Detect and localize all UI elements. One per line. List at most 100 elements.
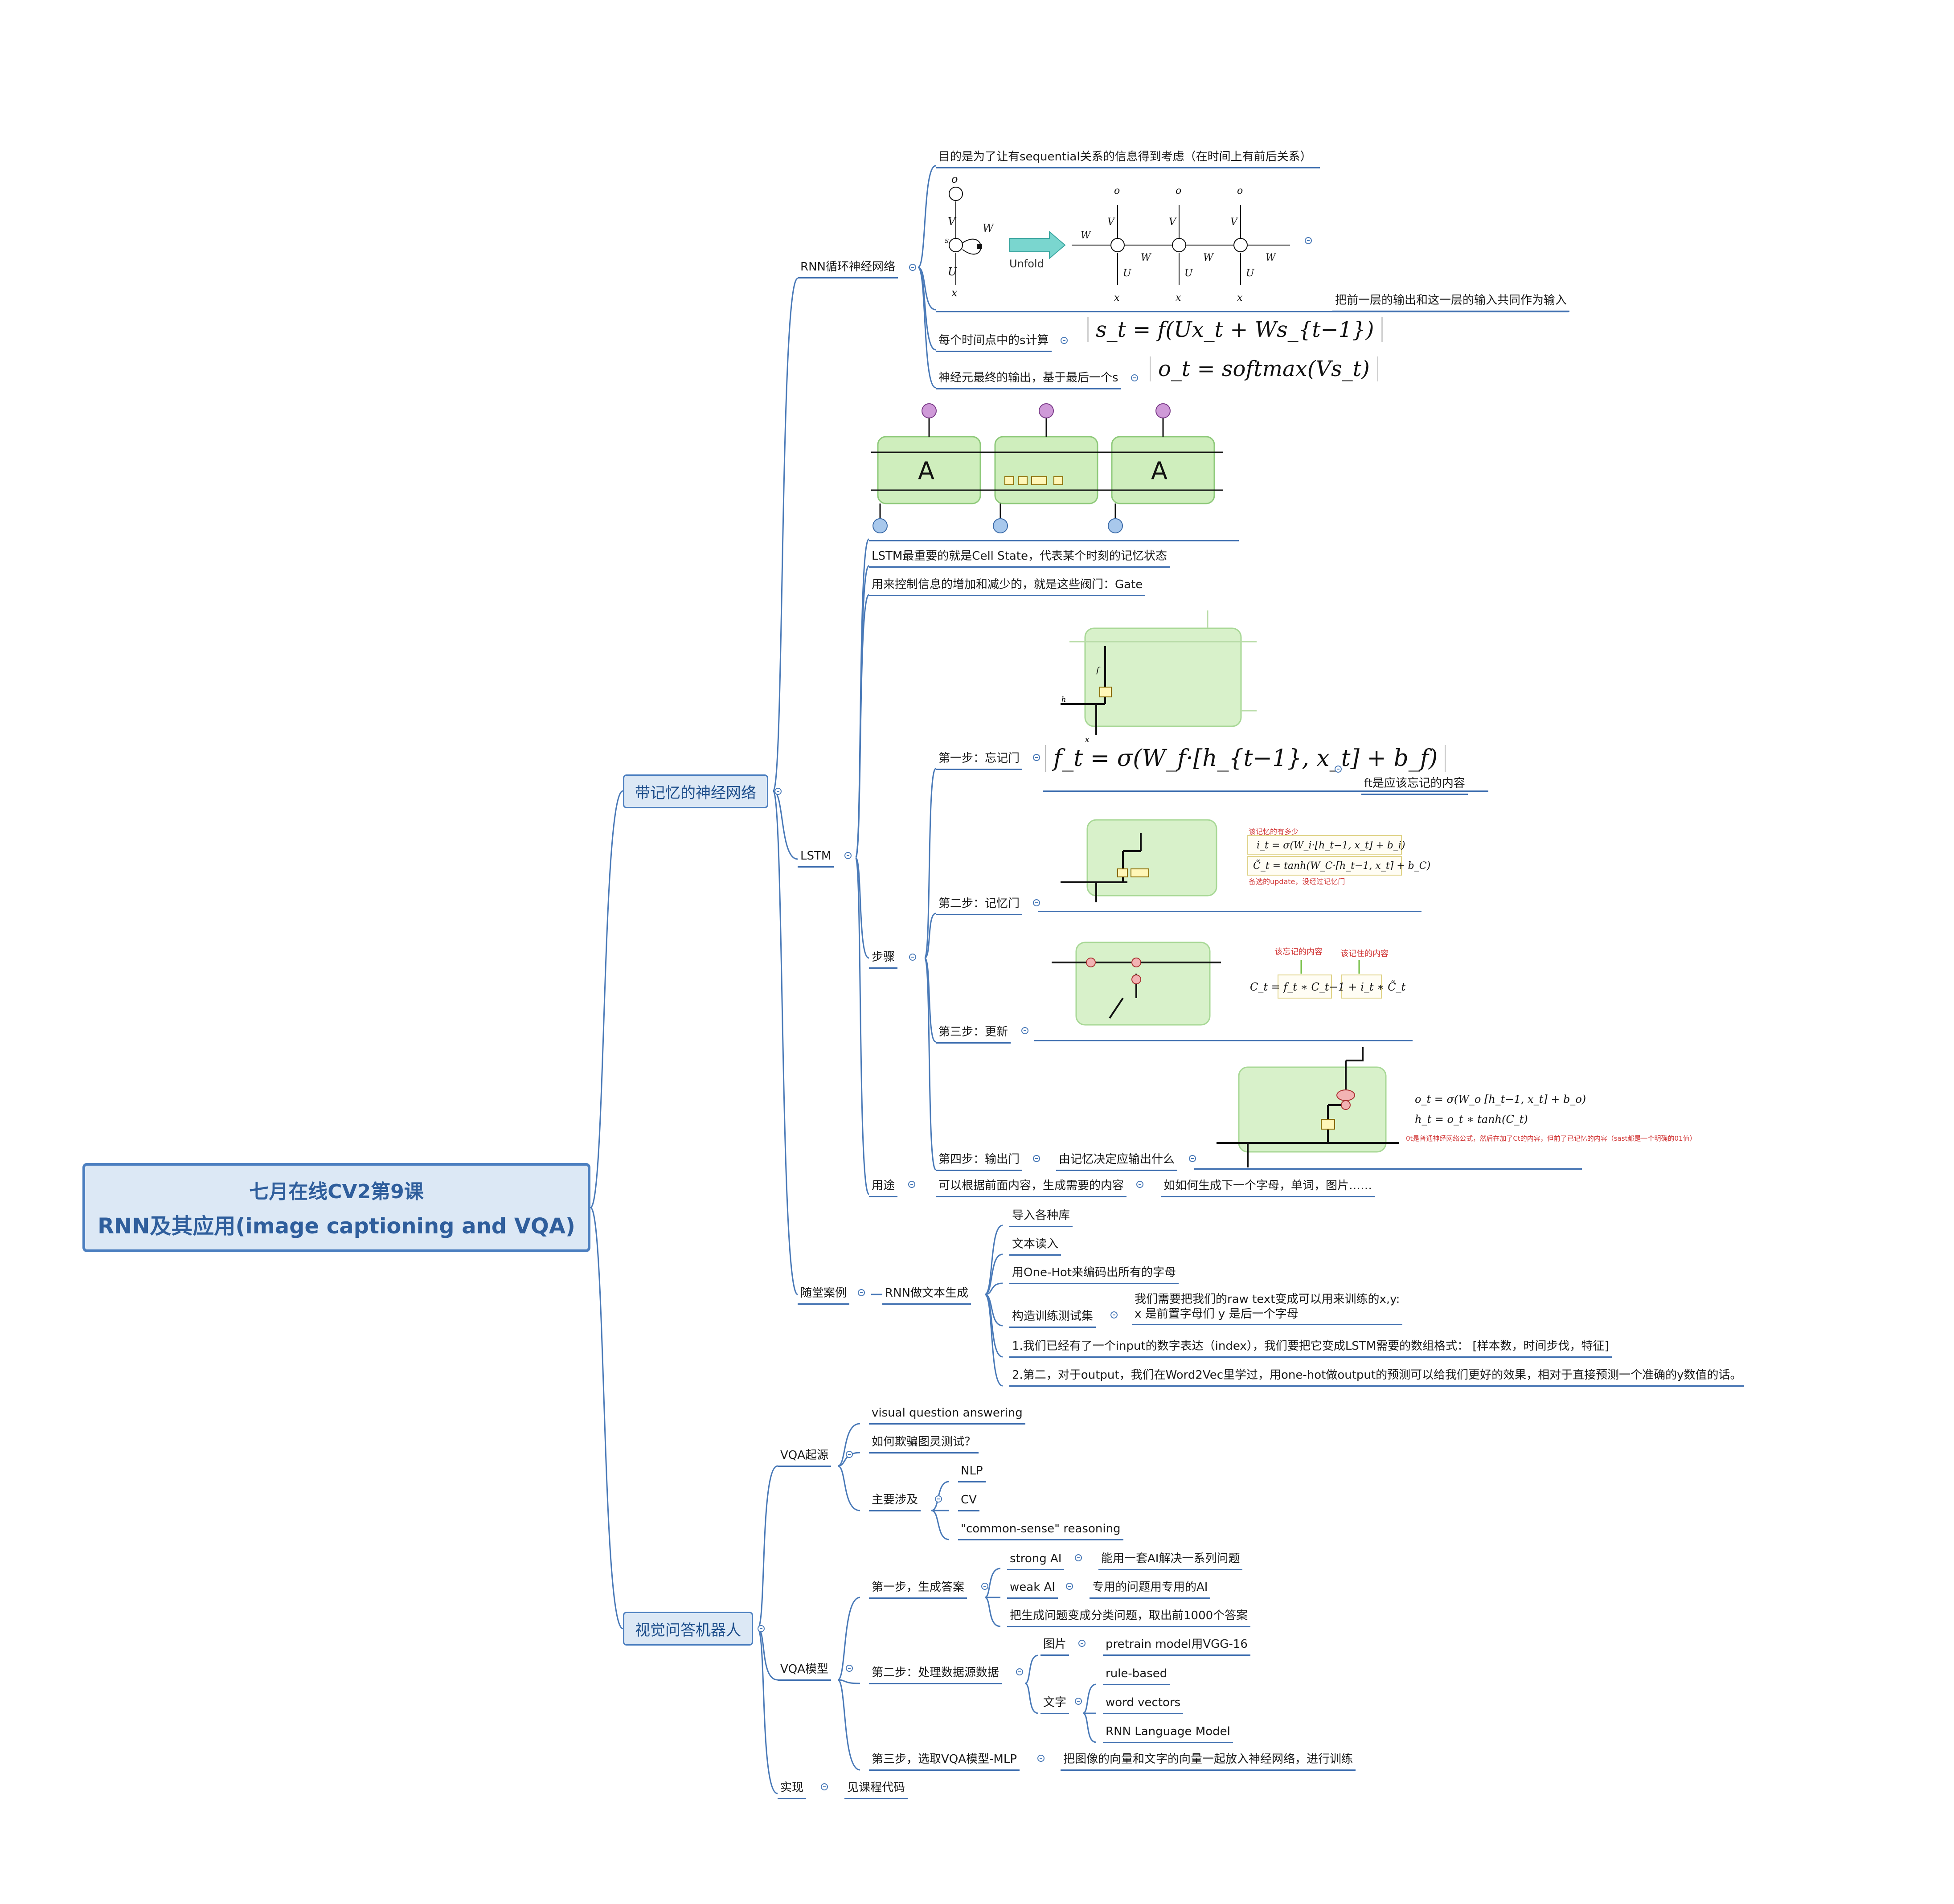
collapse-lstm-icon[interactable]: [844, 852, 852, 859]
collapse-origin-icon[interactable]: [846, 1451, 853, 1458]
svg-text:A: A: [918, 457, 934, 485]
vqa-model-node[interactable]: VQA模型: [778, 1662, 832, 1681]
step1-forget-gate[interactable]: 第一步：忘记门: [936, 751, 1023, 770]
unfold-label: Unfold: [1009, 258, 1044, 270]
svg-text:W: W: [983, 222, 995, 234]
collapse-memory-icon[interactable]: [774, 788, 782, 795]
branch-vqa-robot[interactable]: 视觉问答机器人: [623, 1612, 753, 1646]
vqa-text-rnn-lm-text: RNN Language Model: [1106, 1725, 1230, 1738]
collapse-step4-sub-icon[interactable]: [1189, 1155, 1196, 1162]
vqa-image-note[interactable]: pretrain model用VGG-16: [1103, 1637, 1250, 1656]
collapse-calc-icon[interactable]: [1061, 337, 1068, 344]
case-item-2[interactable]: 文本读入: [1009, 1237, 1061, 1256]
rnn-calc-node[interactable]: 每个时间点中的s计算: [936, 333, 1052, 352]
rnn-feed-note[interactable]: 把前一层的输出和这一层的输入共同作为输入: [1332, 293, 1570, 312]
collapse-impl-icon[interactable]: [821, 1783, 828, 1790]
collapse-use-text-icon[interactable]: [1136, 1181, 1143, 1188]
lstm-use-label: 用途: [872, 1179, 895, 1192]
vqa-impl-node[interactable]: 实现: [778, 1781, 807, 1799]
case-item-3[interactable]: 用One-Hot来编码出所有的字母: [1009, 1265, 1179, 1284]
collapse-rnn-icon[interactable]: [909, 264, 916, 271]
vqa-weak-ai[interactable]: weak AI: [1007, 1580, 1058, 1599]
lstm-diagram-underline: [869, 538, 1239, 541]
case-text-generation[interactable]: RNN做文本生成: [882, 1286, 971, 1305]
svg-text:A: A: [1151, 457, 1167, 485]
vqa-origin-node[interactable]: VQA起源: [778, 1448, 832, 1467]
collapse-vqa-step1-icon[interactable]: [981, 1583, 988, 1590]
vqa-classify[interactable]: 把生成问题变成分类问题，取出前1000个答案: [1007, 1609, 1251, 1627]
vqa-weak-note[interactable]: 专用的问题用专用的AI: [1090, 1580, 1211, 1599]
lstm-node[interactable]: LSTM: [798, 849, 834, 868]
rnn-goal[interactable]: 目的是为了让有sequential关系的信息得到考虑（在时间上有前后关系）: [936, 150, 1320, 168]
vqa-image-label: 图片: [1043, 1638, 1067, 1651]
vqa-strong-note[interactable]: 能用一套AI解决一系列问题: [1098, 1552, 1243, 1570]
collapse-involve-icon[interactable]: [935, 1495, 942, 1503]
collapse-step2-icon[interactable]: [1033, 899, 1040, 906]
branch-memory-networks[interactable]: 带记忆的神经网络: [623, 774, 768, 808]
collapse-step1-icon[interactable]: [1033, 754, 1040, 761]
svg-text:C̃_t = tanh(W_C·[h_t−1, x_t] +: C̃_t = tanh(W_C·[h_t−1, x_t] + b_C): [1253, 860, 1430, 872]
root-topic[interactable]: 七月在线CV2第9课 RNN及其应用(image captioning and …: [82, 1163, 590, 1252]
lstm-use-text[interactable]: 可以根据前面内容，生成需要的内容: [936, 1179, 1127, 1197]
vqa-step3-note[interactable]: 把图像的向量和文字的向量一起放入神经网络，进行训练: [1061, 1752, 1356, 1771]
vqa-strong-ai[interactable]: strong AI: [1007, 1552, 1065, 1570]
svg-text:x: x: [1176, 292, 1181, 303]
collapse-strong-icon[interactable]: [1075, 1554, 1082, 1561]
step4-output-gate[interactable]: 第四步：输出门: [936, 1152, 1023, 1171]
collapse-weak-icon[interactable]: [1066, 1583, 1073, 1590]
collapse-step4-icon[interactable]: [1033, 1155, 1040, 1162]
case-item-5[interactable]: 1.我们已经有了一个input的数字表达（index），我们要把它变成LSTM需…: [1009, 1339, 1612, 1358]
lstm-use-node[interactable]: 用途: [869, 1179, 898, 1197]
lstm-steps-node[interactable]: 步骤: [869, 950, 898, 969]
case-train-node[interactable]: 构造训练测试集: [1009, 1309, 1096, 1328]
lstm-cell-state[interactable]: LSTM最重要的就是Cell State，代表某个时刻的记忆状态: [869, 549, 1170, 568]
vqa-involve-nlp[interactable]: NLP: [958, 1464, 986, 1482]
collapse-step1-formula-icon[interactable]: [1335, 766, 1342, 773]
root-subtitle: RNN及其应用(image captioning and VQA): [98, 1214, 575, 1239]
collapse-vqa-step3-icon[interactable]: [1037, 1755, 1045, 1762]
case-item-6[interactable]: 2.第二，对于output，我们在Word2Vec里学过，用one-hot做ou…: [1009, 1368, 1745, 1387]
collapse-image-icon[interactable]: [1078, 1640, 1086, 1647]
rnn-output-node[interactable]: 神经元最终的输出，基于最后一个s: [936, 371, 1121, 389]
vqa-step2-node[interactable]: 第二步：处理数据源数据: [869, 1666, 1002, 1684]
step3-update[interactable]: 第三步：更新: [936, 1025, 1011, 1044]
lstm-use-example[interactable]: 如如何生成下一个字母，单词，图片……: [1161, 1179, 1375, 1197]
rnn-node[interactable]: RNN循环神经网络: [798, 260, 898, 278]
step2-input-gate[interactable]: 第二步：记忆门: [936, 897, 1023, 915]
step4-sub[interactable]: 由记忆决定应输出什么: [1056, 1152, 1178, 1171]
vqa-text-node[interactable]: 文字: [1040, 1695, 1069, 1714]
case-train-note[interactable]: 我们需要把我们的raw text变成可以用来训练的x,y: x 是前置字母们 y…: [1132, 1292, 1403, 1325]
vqa-impl-note[interactable]: 见课程代码: [844, 1781, 908, 1799]
vqa-involve-reasoning[interactable]: "common-sense" reasoning: [958, 1522, 1123, 1540]
vqa-image-node[interactable]: 图片: [1040, 1637, 1069, 1656]
case-label: 随堂案例: [800, 1286, 847, 1300]
collapse-use-icon[interactable]: [908, 1181, 915, 1188]
step1-note[interactable]: ft是应该忘记的内容: [1361, 776, 1468, 795]
collapse-vqa-step2-icon[interactable]: [1016, 1668, 1023, 1675]
collapse-output-icon[interactable]: [1131, 374, 1138, 381]
output-gate-diagram: o_t = σ(W_o [h_t−1, x_t] + b_o) h_t = o_…: [1217, 1047, 1696, 1167]
collapse-vqa-icon[interactable]: [758, 1625, 765, 1632]
vqa-origin-item-2[interactable]: 如何欺骗图灵测试？: [869, 1435, 979, 1454]
vqa-step1-node[interactable]: 第一步，生成答案: [869, 1580, 967, 1599]
vqa-step3-node[interactable]: 第三步，选取VQA模型-MLP: [869, 1752, 1020, 1771]
vqa-weak-note-text: 专用的问题用专用的AI: [1092, 1581, 1208, 1594]
vqa-text-vectors[interactable]: word vectors: [1103, 1695, 1184, 1714]
collapse-text-icon[interactable]: [1075, 1698, 1082, 1705]
vqa-involve-node[interactable]: 主要涉及: [869, 1493, 921, 1511]
lstm-steps-label: 步骤: [872, 950, 895, 964]
case-node[interactable]: 随堂案例: [798, 1286, 850, 1305]
vqa-origin-item-1[interactable]: visual question answering: [869, 1406, 1025, 1425]
collapse-model-icon[interactable]: [846, 1665, 853, 1672]
vqa-text-rule[interactable]: rule-based: [1103, 1667, 1170, 1685]
collapse-case-icon[interactable]: [858, 1289, 865, 1296]
collapse-train-icon[interactable]: [1110, 1311, 1118, 1318]
case-item-1[interactable]: 导入各种库: [1009, 1208, 1073, 1227]
collapse-steps-icon[interactable]: [909, 954, 916, 961]
collapse-rnn-diagram-icon[interactable]: [1305, 237, 1312, 244]
vqa-involve-cv[interactable]: CV: [958, 1493, 979, 1511]
lstm-gate[interactable]: 用来控制信息的增加和减少的，就是这些阀门：Gate: [869, 577, 1146, 596]
vqa-text-rnn-lm[interactable]: RNN Language Model: [1103, 1724, 1233, 1743]
collapse-step3-icon[interactable]: [1021, 1027, 1028, 1034]
